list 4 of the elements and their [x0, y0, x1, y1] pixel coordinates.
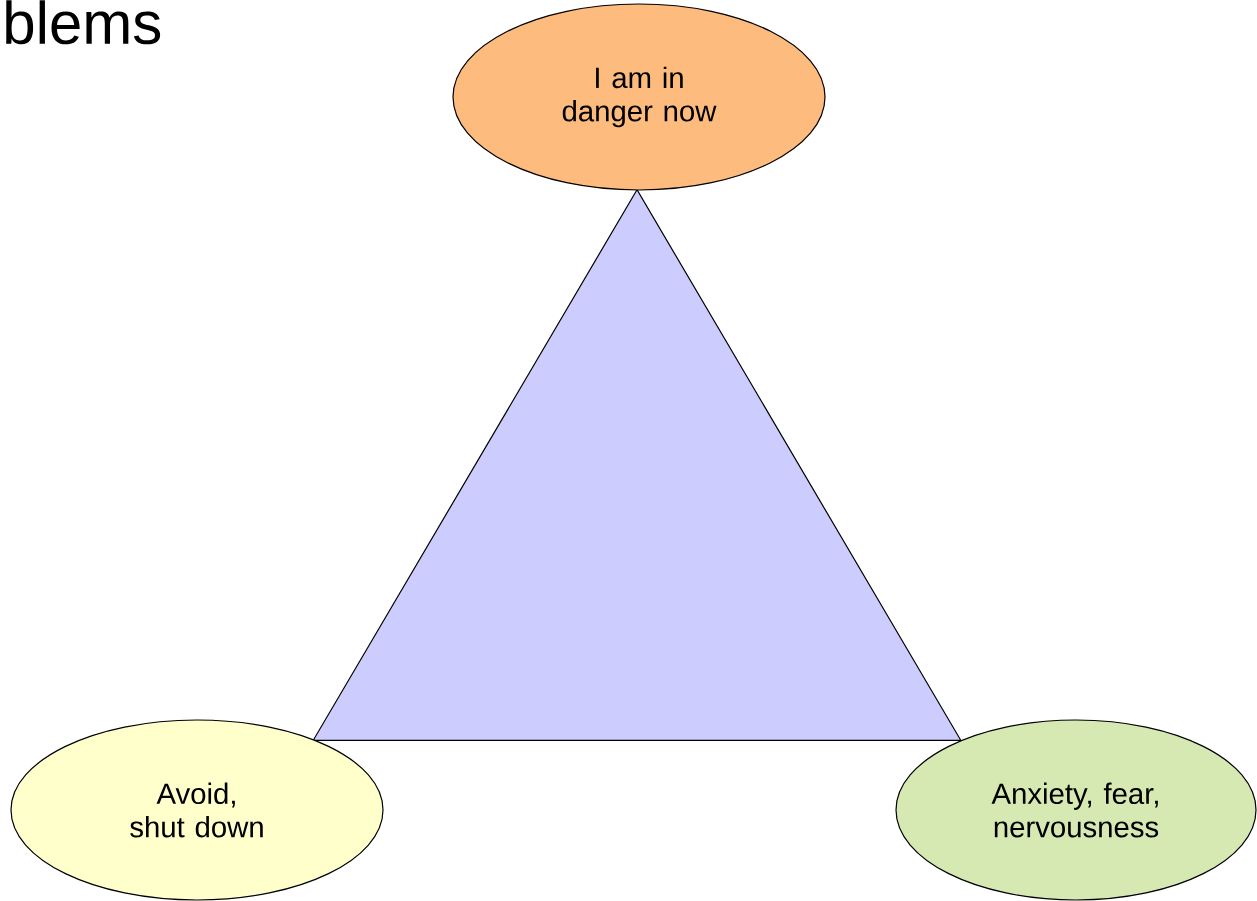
ellipse-node: I am in danger now [452, 3, 826, 191]
title: blems [6, 0, 161, 45]
ellipse-node: Avoid, shut down [10, 719, 384, 901]
ellipse-node: Anxiety, fear, nervousness [895, 719, 1257, 901]
